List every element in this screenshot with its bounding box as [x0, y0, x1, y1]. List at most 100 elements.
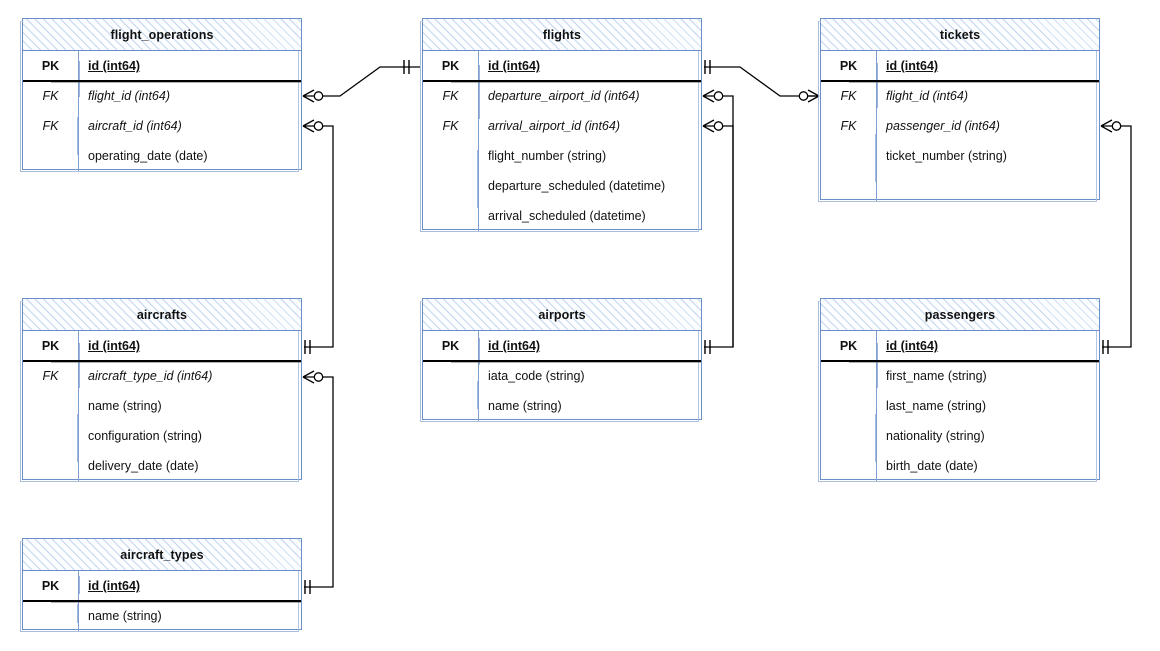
attribute-row[interactable]: ticket_number (string): [821, 141, 1099, 171]
attribute-name: departure_scheduled (datetime): [488, 179, 666, 193]
attribute-name: id (int64): [886, 59, 939, 73]
primary-key-divider: [23, 600, 301, 604]
attribute-row[interactable]: first_name (string): [821, 361, 1099, 391]
attribute-name: iata_code (string): [488, 369, 585, 383]
attribute-row[interactable]: PK id (int64): [23, 571, 301, 601]
attribute-key-label: PK: [41, 339, 60, 353]
attribute-key-label: FK: [840, 89, 857, 103]
attribute-row[interactable]: FK flight_id (int64): [821, 81, 1099, 111]
connector-aircrafts-aircraft-types: [304, 376, 334, 588]
entity-body-airports: PK id (int64) iata_code (string) name (stri…: [423, 331, 701, 421]
attribute-row[interactable]: name (string): [423, 391, 701, 421]
entity-title: airports: [538, 307, 586, 322]
attribute-row[interactable]: iata_code (string): [423, 361, 701, 391]
attribute-row[interactable]: last_name (string): [821, 391, 1099, 421]
attribute-row[interactable]: name (string): [23, 391, 301, 421]
attribute-name: passenger_id (int64): [886, 119, 1000, 133]
connector-tickets-passengers: [1102, 125, 1132, 348]
key-column-divider: [875, 51, 879, 201]
attribute-name: id (int64): [88, 59, 141, 73]
attribute-name: nationality (string): [886, 429, 985, 443]
attribute-row[interactable]: FK departure_airport_id (int64): [423, 81, 701, 111]
attribute-row[interactable]: name (string): [23, 601, 301, 631]
attribute-row[interactable]: configuration (string): [23, 421, 301, 451]
attribute-name: name (string): [88, 609, 162, 623]
attribute-row[interactable]: arrival_scheduled (datetime): [423, 201, 701, 231]
key-column-divider: [875, 331, 879, 481]
attribute-row[interactable]: flight_number (string): [423, 141, 701, 171]
attribute-name: id (int64): [488, 339, 541, 353]
entity-title: flights: [542, 27, 582, 42]
attribute-name: departure_airport_id (int64): [488, 89, 640, 103]
attribute-row[interactable]: birth_date (date): [821, 451, 1099, 481]
attribute-name: last_name (string): [886, 399, 987, 413]
primary-key-divider: [23, 360, 301, 364]
attribute-key-label: FK: [442, 89, 459, 103]
primary-key-divider: [821, 80, 1099, 84]
attribute-name: arrival_airport_id (int64): [488, 119, 621, 133]
attribute-row[interactable]: FK aircraft_id (int64): [23, 111, 301, 141]
primary-key-divider: [821, 360, 1099, 364]
attribute-row[interactable]: delivery_date (date): [23, 451, 301, 481]
attribute-name: aircraft_id (int64): [88, 119, 182, 133]
attribute-row[interactable]: [821, 171, 1099, 201]
attribute-row[interactable]: operating_date (date): [23, 141, 301, 171]
attribute-row[interactable]: FK flight_id (int64): [23, 81, 301, 111]
attribute-name: flight_id (int64): [88, 89, 170, 103]
attribute-key-label: PK: [441, 339, 460, 353]
primary-key-divider: [423, 360, 701, 364]
connector-flight-operations-flights: [322, 66, 420, 97]
primary-key-divider: [423, 80, 701, 84]
entity-title: flight_operations: [110, 27, 214, 42]
attribute-key-label: FK: [42, 119, 59, 133]
attribute-row[interactable]: FK aircraft_type_id (int64): [23, 361, 301, 391]
connector-flight-operations-aircrafts: [304, 125, 334, 348]
connector-flights-airports-arrival: [722, 125, 734, 347]
key-column-divider: [77, 51, 81, 171]
attribute-name: flight_id (int64): [886, 89, 968, 103]
attribute-row[interactable]: PK id (int64): [423, 331, 701, 361]
attribute-key-label: FK: [42, 89, 59, 103]
attribute-name: ticket_number (string): [886, 149, 1007, 163]
key-column-divider: [477, 51, 481, 231]
attribute-key-label: PK: [441, 59, 460, 73]
attribute-name: delivery_date (date): [88, 459, 199, 473]
attribute-key-label: PK: [41, 579, 60, 593]
key-column-divider: [477, 331, 481, 421]
attribute-row[interactable]: departure_scheduled (datetime): [423, 171, 701, 201]
attribute-row[interactable]: nationality (string): [821, 421, 1099, 451]
attribute-name: id (int64): [88, 339, 141, 353]
attribute-name: id (int64): [88, 579, 141, 593]
key-column-divider: [77, 331, 81, 481]
attribute-row[interactable]: PK id (int64): [23, 331, 301, 361]
entity-header-airports: airports: [423, 299, 701, 331]
attribute-name: aircraft_type_id (int64): [88, 369, 213, 383]
attribute-name: id (int64): [886, 339, 939, 353]
attribute-row[interactable]: FK passenger_id (int64): [821, 111, 1099, 141]
attribute-key-label: FK: [42, 369, 59, 383]
attribute-name: operating_date (date): [88, 149, 208, 163]
entity-body-aircraft_types: PK id (int64) name (string): [23, 571, 301, 631]
attribute-key-label: FK: [840, 119, 857, 133]
entity-header-passengers: passengers: [821, 299, 1099, 331]
connector-flights-airports-departure: [704, 95, 734, 348]
primary-key-divider: [23, 80, 301, 84]
attribute-name: name (string): [88, 399, 162, 413]
entity-title: aircrafts: [136, 307, 188, 322]
